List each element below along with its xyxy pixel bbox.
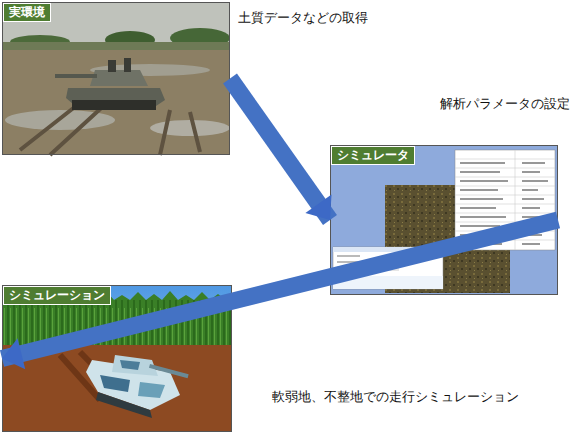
flow-band xyxy=(230,79,330,221)
panel-box: 実環境 xyxy=(2,2,230,155)
arrow-head xyxy=(305,194,331,220)
panel-label: 実環境 xyxy=(3,3,51,22)
arrow-label: 軟弱地、不整地での走行シミュレーション xyxy=(272,389,519,406)
flow-arrow xyxy=(230,79,332,221)
simulator-screen xyxy=(330,145,558,295)
panel-box: シミュレータ xyxy=(330,145,558,295)
panel-box: シミュレーション xyxy=(2,285,232,432)
flow-band xyxy=(2,220,558,359)
simulation-scene xyxy=(2,285,232,432)
field-photo xyxy=(2,2,230,155)
panel-label: シミュレータ xyxy=(331,146,415,165)
tank xyxy=(86,355,189,418)
arrow-label: 土質データなどの取得 xyxy=(238,10,368,27)
step-note: 解析パラメータの設定 xyxy=(440,96,570,113)
tank xyxy=(55,58,165,110)
panel-label: シミュレーション xyxy=(3,286,111,305)
arrow-head xyxy=(2,338,25,369)
